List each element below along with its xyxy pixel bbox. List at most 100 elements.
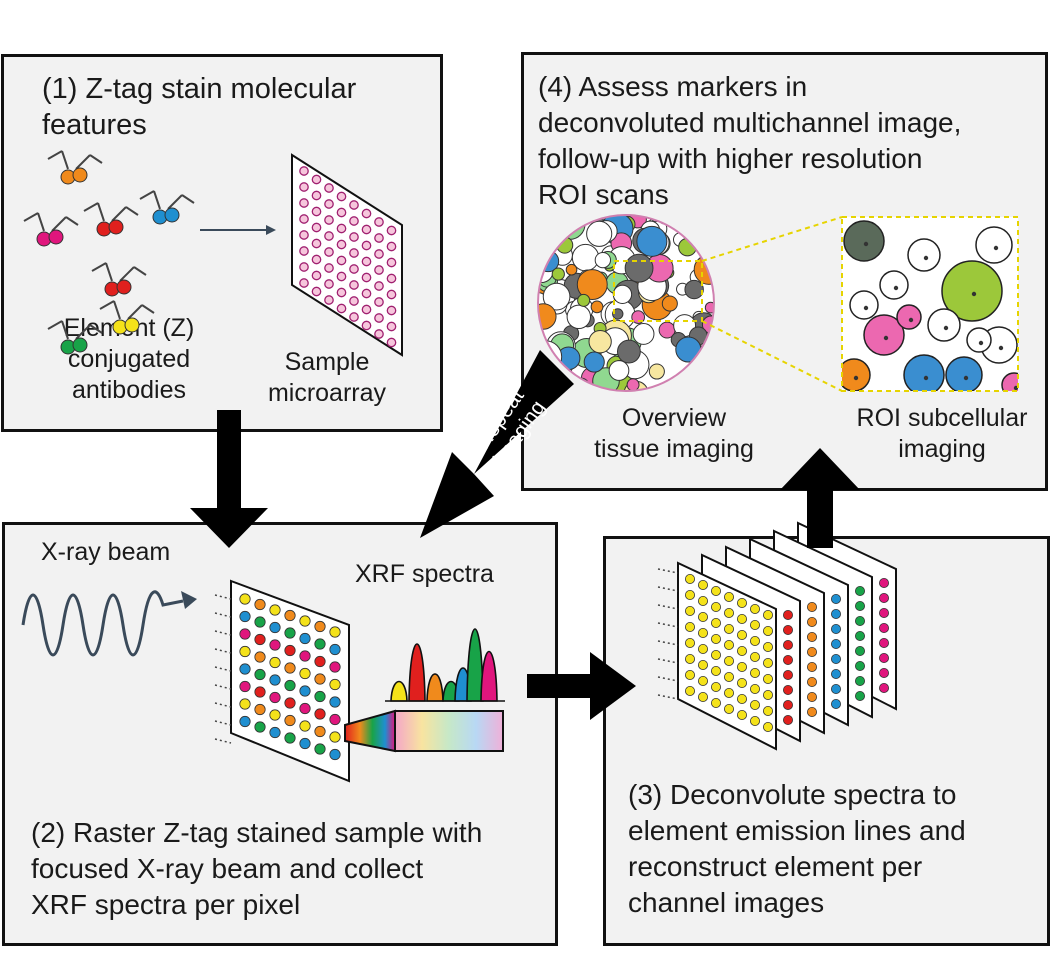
detector-bar — [394, 710, 504, 752]
channel-spot — [711, 650, 722, 661]
panel-raster: (2) Raster Z-tag stained sample with foc… — [2, 522, 558, 946]
overview-label: Overview tissue imaging — [594, 404, 754, 463]
microarray-spot — [386, 273, 397, 284]
microarray-spot — [374, 281, 384, 291]
channel-spot — [762, 642, 773, 653]
raster-spot — [269, 726, 281, 739]
channel-spot — [685, 590, 696, 601]
arrow-deconvolute-to-assess — [780, 448, 860, 548]
microarray-spot — [336, 303, 347, 314]
roi-subcellular-cells — [842, 217, 1018, 391]
arrow-repeat-imaging — [420, 350, 574, 538]
raster-spot — [314, 743, 326, 755]
raster-spot — [254, 633, 266, 646]
stain-arrow — [200, 225, 276, 235]
microarray-spot — [324, 183, 334, 193]
raster-spot — [299, 702, 311, 715]
channel-spot — [711, 666, 722, 677]
channel-spot — [878, 593, 889, 604]
raster-spot — [239, 645, 251, 658]
raster-spot — [284, 609, 296, 622]
panel-raster-title: (2) Raster Z-tag stained sample with foc… — [31, 817, 483, 920]
channel-spot — [830, 668, 841, 679]
microarray-spot — [311, 206, 322, 217]
roi-cell — [842, 358, 871, 391]
raster-spot — [269, 656, 281, 669]
channel-spot — [806, 647, 817, 658]
microarray-spot — [299, 278, 309, 288]
channel-spot — [762, 705, 773, 716]
roi-cell — [966, 327, 992, 353]
microarray-spot — [374, 217, 384, 227]
microarray-spot — [324, 295, 334, 305]
channel-spot — [762, 721, 773, 732]
raster-spot — [314, 655, 326, 668]
roi-cell — [879, 270, 909, 300]
channel-spot — [830, 683, 841, 694]
cell-nucleus — [971, 291, 977, 297]
scan-line — [657, 568, 679, 574]
channel-spot — [749, 715, 760, 726]
channel-spot — [685, 574, 696, 585]
tissue-cell — [576, 269, 608, 300]
channel-spot — [749, 636, 760, 647]
cell-nucleus — [893, 285, 899, 291]
microarray-spot — [299, 182, 309, 192]
antibody-icon — [99, 300, 155, 335]
raster-spot — [284, 662, 296, 674]
channel-spot — [698, 612, 709, 623]
antibody-icon — [83, 202, 139, 237]
microarray-spot — [336, 271, 347, 282]
channel-spot — [698, 644, 709, 655]
microarray-spot — [311, 286, 322, 297]
tissue-cell — [586, 220, 613, 247]
microarray-spot — [336, 207, 347, 218]
microarray-spot — [336, 239, 347, 250]
microarray-spot — [349, 216, 359, 226]
antibody-group — [23, 150, 195, 355]
microarray-spot — [311, 238, 322, 249]
channel-spot — [782, 669, 793, 680]
raster-spot — [299, 632, 311, 645]
channel-spot — [724, 624, 735, 635]
xray-arrowhead-icon — [181, 591, 197, 609]
raster-spot — [239, 628, 251, 640]
cell-nucleus — [853, 375, 859, 381]
channel-spot — [830, 639, 841, 650]
tissue-cell — [632, 323, 655, 345]
microarray-spot — [361, 304, 372, 315]
tissue-cell — [551, 267, 565, 281]
panel-assess-title: (4) Assess markers in deconvoluted multi… — [538, 71, 962, 210]
raster-spot — [254, 651, 266, 663]
cell-nucleus — [863, 241, 869, 247]
channel-spot — [749, 667, 760, 678]
tissue-cell — [538, 303, 557, 330]
stain-illustration — [23, 150, 403, 357]
raster-spot — [329, 748, 341, 761]
raster-spot — [329, 626, 341, 638]
scan-line — [657, 604, 679, 610]
cell-nucleus — [883, 335, 889, 341]
tissue-cell — [648, 363, 665, 380]
raster-spot — [299, 615, 311, 627]
channel-spot — [685, 606, 696, 617]
channel-image-stack — [657, 521, 897, 751]
raster-spot — [329, 731, 341, 743]
channel-spot — [830, 594, 841, 605]
raster-spot — [254, 616, 266, 628]
channel-spot — [878, 638, 889, 649]
roi-zoom-line-top — [701, 216, 843, 262]
raster-spot — [239, 680, 251, 693]
microarray-spot — [311, 222, 322, 233]
channel-spot — [711, 586, 722, 597]
roi-cell — [1001, 372, 1018, 391]
microarray-spot — [386, 257, 397, 268]
channel-spot — [711, 681, 722, 692]
antibody-icon — [47, 150, 103, 185]
channel-spot — [782, 640, 793, 651]
microarray-spot — [324, 263, 334, 273]
channel-spot — [736, 693, 747, 704]
microarray-spot — [299, 246, 309, 256]
cell-nucleus — [998, 345, 1004, 351]
microarray-spot — [374, 233, 384, 243]
